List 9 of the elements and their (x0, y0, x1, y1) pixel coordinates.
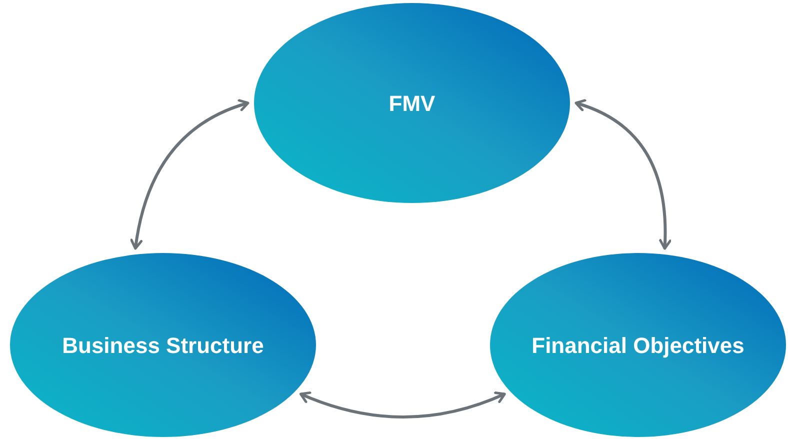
ellipse-node (10, 253, 316, 437)
ellipse-node (254, 3, 570, 203)
double-arrow (299, 391, 506, 418)
node-label: Financial Objectives (532, 332, 744, 360)
node-label: Business Structure (62, 332, 264, 360)
node-label: FMV (388, 90, 436, 118)
ellipse-node (490, 253, 786, 437)
double-arrow (130, 99, 250, 250)
double-arrow (574, 100, 672, 250)
